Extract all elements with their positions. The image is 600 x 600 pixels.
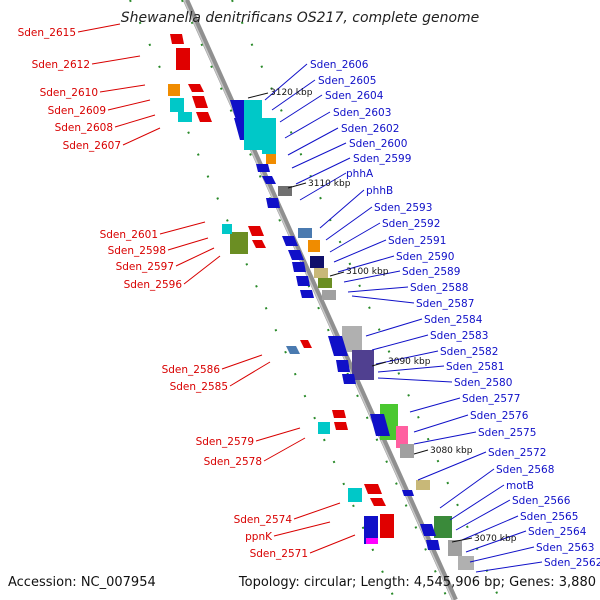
gene-label[interactable]: Sden_2615 [18, 27, 76, 39]
gene-label[interactable]: Sden_2602 [341, 123, 399, 135]
gene-label[interactable]: Sden_2577 [462, 393, 520, 405]
gene-label[interactable]: Sden_2601 [100, 229, 158, 241]
gene-label[interactable]: Sden_2562 [544, 557, 600, 569]
gene-label[interactable]: Sden_2568 [496, 464, 554, 476]
gene-label[interactable]: Sden_2598 [108, 245, 166, 257]
gene-label[interactable]: Sden_2581 [446, 361, 504, 373]
gene-label[interactable]: Sden_2590 [396, 251, 454, 263]
right-gene-labels: Sden_2606 Sden_2605 Sden_2604 Sden_2603 … [310, 59, 600, 569]
forward-strand-genes [230, 100, 474, 570]
gene-label[interactable]: Sden_2604 [325, 90, 384, 102]
gene-label[interactable]: Sden_2583 [430, 330, 488, 342]
gene-label[interactable]: motB [506, 480, 534, 492]
gene-label[interactable]: Sden_2585 [170, 381, 228, 393]
gene-label[interactable]: phhA [346, 168, 374, 180]
gene-label[interactable]: Sden_2606 [310, 59, 369, 71]
gene-label[interactable]: Sden_2591 [388, 235, 446, 247]
gene-label[interactable]: Sden_2599 [353, 153, 411, 165]
reverse-strand-genes [168, 34, 394, 544]
gene-label[interactable]: Sden_2575 [478, 427, 536, 439]
gene-label[interactable]: Sden_2588 [410, 282, 468, 294]
gene-label[interactable]: Sden_2564 [528, 526, 587, 538]
gene-label[interactable]: Sden_2584 [424, 314, 483, 326]
gene-label[interactable]: Sden_2589 [402, 266, 460, 278]
kbp-label: 3070 kbp [474, 534, 517, 544]
kbp-label: 3080 kbp [430, 446, 473, 456]
gene-label[interactable]: Sden_2603 [333, 107, 391, 119]
gene-label[interactable]: Sden_2612 [32, 59, 90, 71]
left-gene-labels: Sden_2615 Sden_2612 Sden_2610 Sden_2609 … [18, 27, 308, 560]
gene-label[interactable]: Sden_2582 [440, 346, 498, 358]
gene-label[interactable]: Sden_2565 [520, 511, 578, 523]
kbp-label: 3090 kbp [388, 357, 431, 367]
gene-label[interactable]: Sden_2592 [382, 218, 440, 230]
accession-text: Accession: NC_007954 [8, 575, 156, 590]
gene-label[interactable]: Sden_2605 [318, 75, 376, 87]
topology-text: Topology: circular; Length: 4,545,906 bp… [238, 575, 596, 590]
gene-label[interactable]: Sden_2608 [55, 122, 113, 134]
gene-label[interactable]: Sden_2563 [536, 542, 594, 554]
gene-label[interactable]: Sden_2609 [48, 105, 106, 117]
gene-label[interactable]: Sden_2593 [374, 202, 432, 214]
gene-label[interactable]: Sden_2597 [116, 261, 174, 273]
gene-label[interactable]: Sden_2596 [124, 279, 183, 291]
kbp-label: 3120 kbp [270, 88, 313, 98]
kbp-label: 3100 kbp [346, 267, 389, 277]
gene-label[interactable]: Sden_2578 [204, 456, 262, 468]
gene-label[interactable]: Sden_2566 [512, 495, 571, 507]
gene-label[interactable]: Sden_2607 [63, 140, 121, 152]
gene-label[interactable]: Sden_2586 [162, 364, 221, 376]
right-leader-lines [264, 63, 543, 573]
gene-label[interactable]: Sden_2587 [416, 298, 474, 310]
kbp-label: 3110 kbp [308, 179, 351, 189]
gene-label[interactable]: Sden_2576 [470, 410, 529, 422]
gene-label[interactable]: ppnK [245, 531, 273, 543]
genome-title: Shewanella denitrificans OS217, complete… [120, 10, 480, 26]
gene-label[interactable]: Sden_2574 [234, 514, 293, 526]
gene-label[interactable]: phhB [366, 185, 393, 197]
gene-label[interactable]: Sden_2579 [196, 436, 254, 448]
gene-label[interactable]: Sden_2600 [349, 138, 407, 150]
guide-line-middle [181, 0, 449, 600]
gene-label[interactable]: Sden_2572 [488, 447, 546, 459]
gene-label[interactable]: Sden_2571 [250, 548, 308, 560]
gene-label[interactable]: Sden_2610 [40, 87, 98, 99]
gene-label[interactable]: Sden_2580 [454, 377, 512, 389]
left-leader-lines [77, 23, 356, 554]
